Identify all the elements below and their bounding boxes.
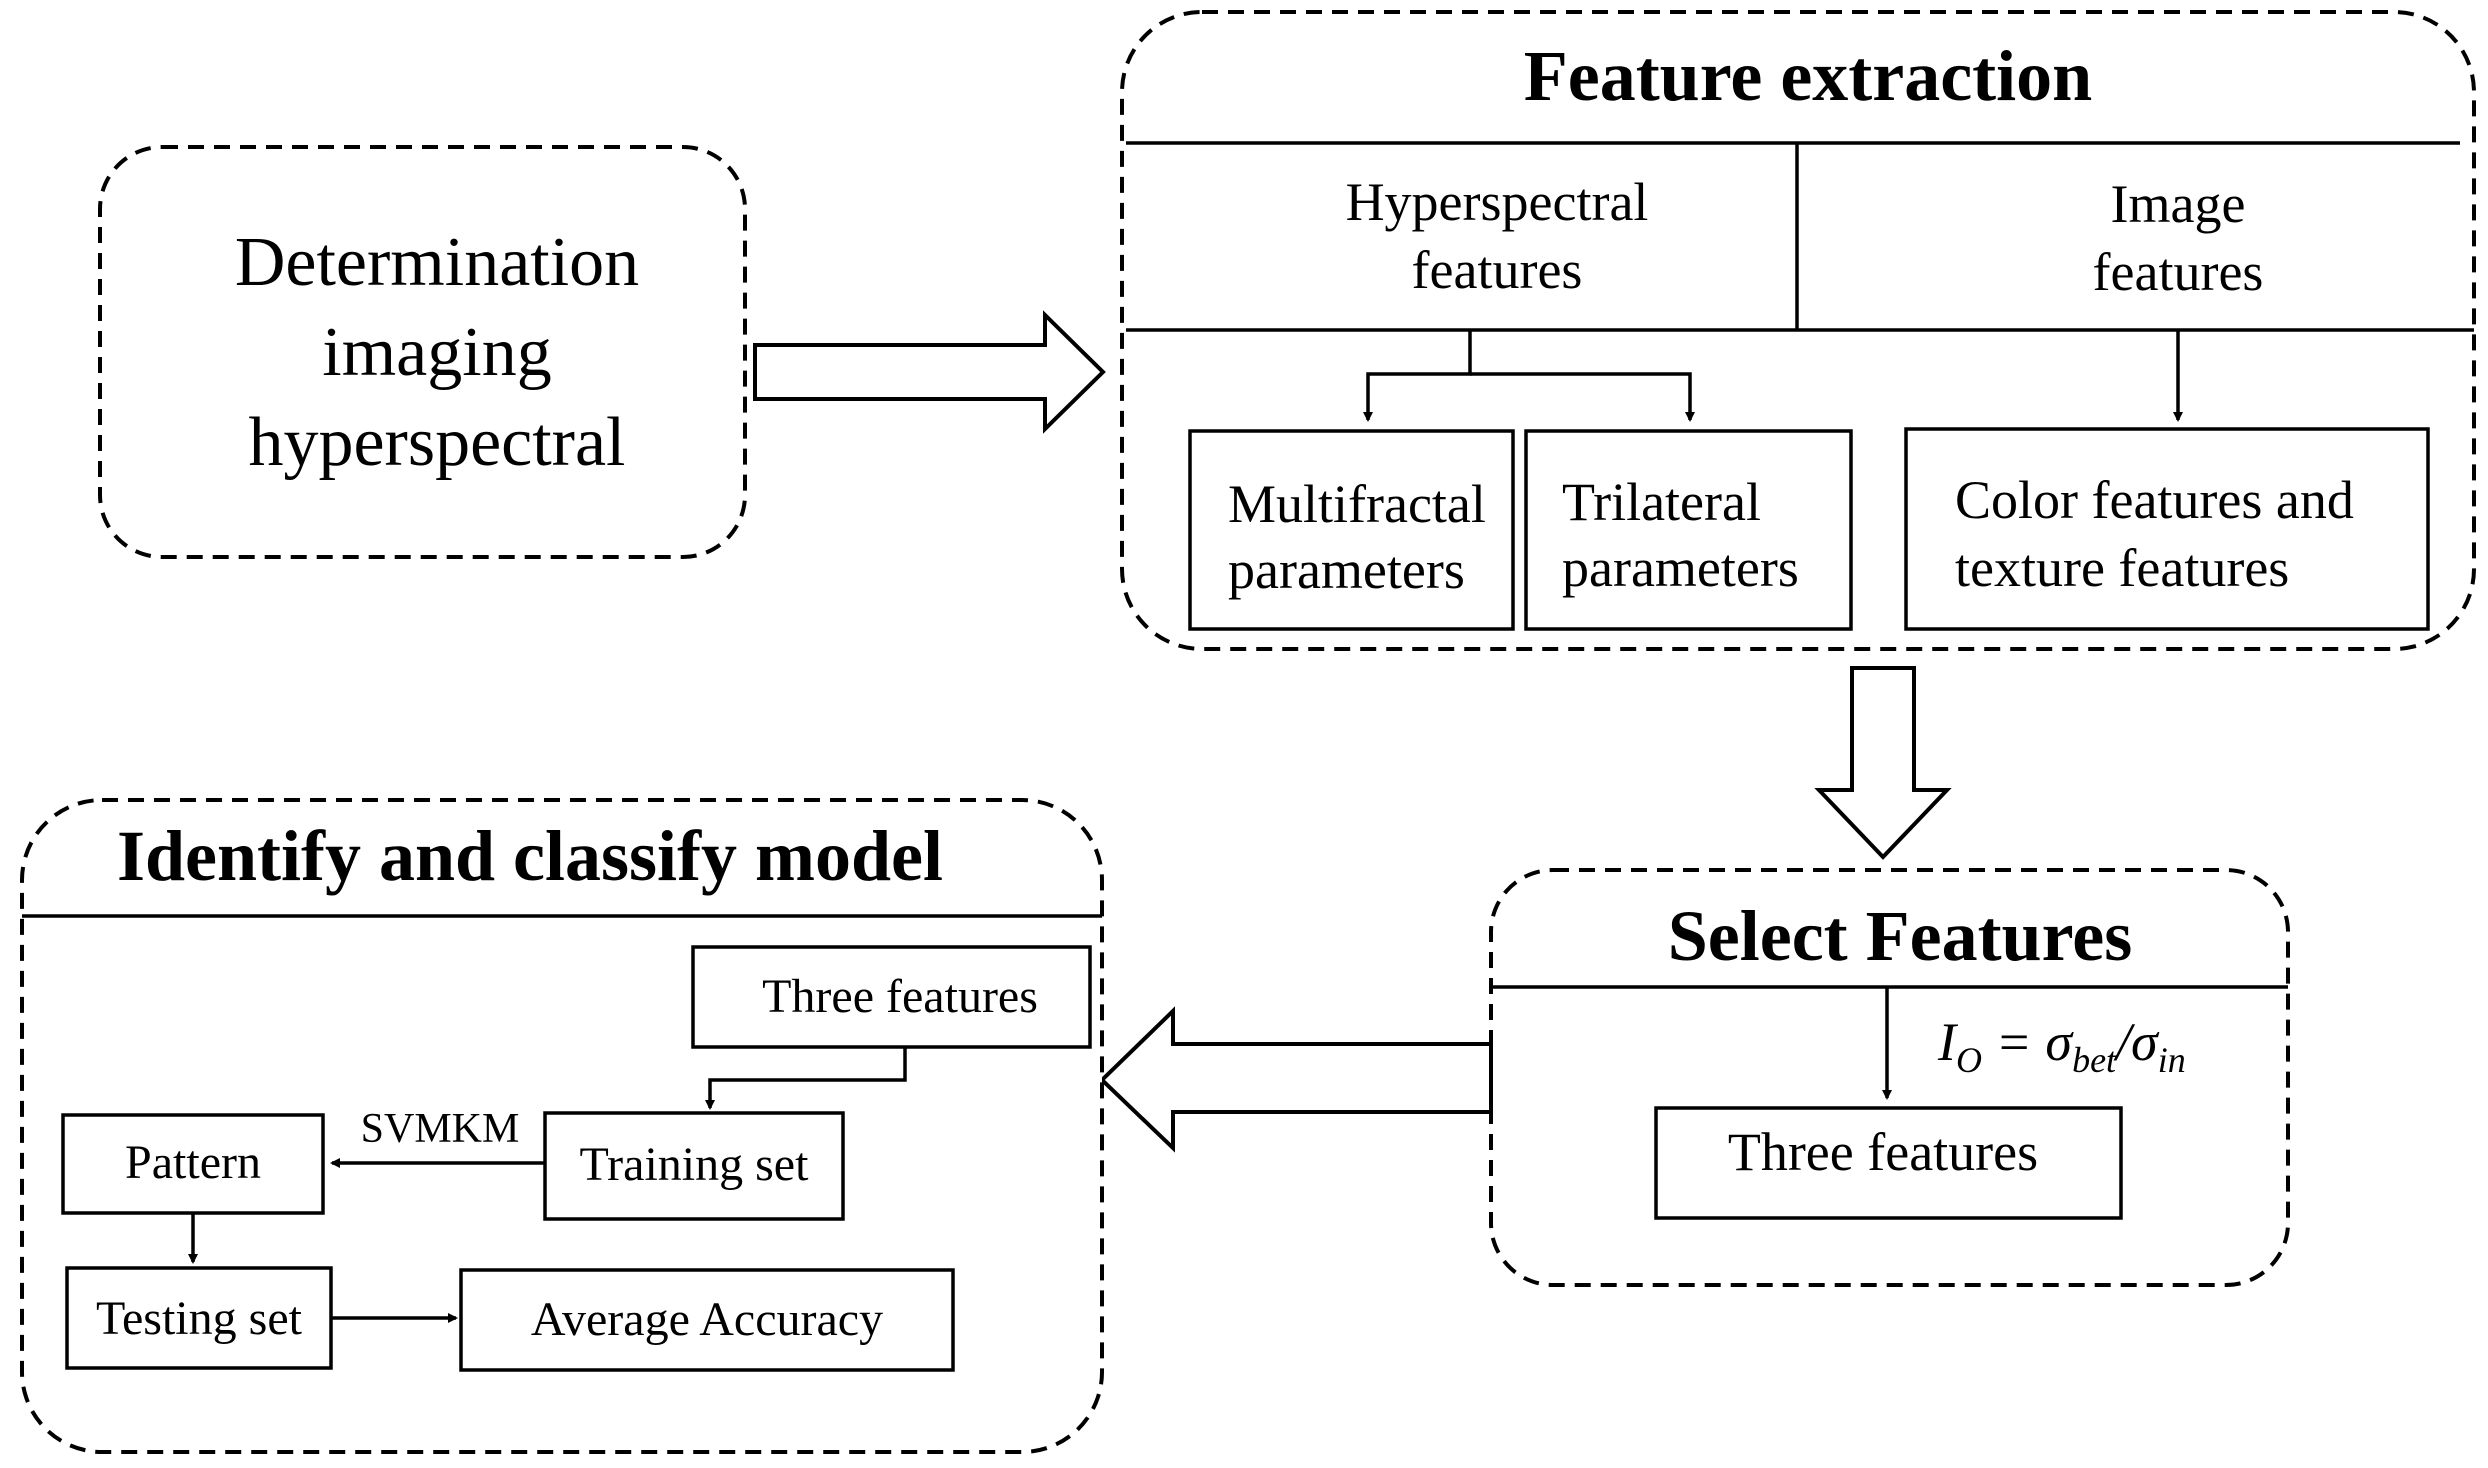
image-features-line-2: features (2093, 242, 2264, 302)
image-features-line-1: Image (2111, 174, 2246, 234)
arrow-to-trilateral (1470, 372, 1695, 422)
three-features-box (691, 945, 1092, 1049)
input-line-2: imaging (322, 314, 551, 391)
multifractal-line-2: parameters (1228, 540, 1465, 600)
hollow-arrow-down (1814, 666, 1952, 860)
trilateral-line-2: parameters (1562, 538, 1799, 598)
classify-model-block: Identify and classify model Three featur… (20, 798, 1104, 1454)
trilateral-line-1: Trilateral (1562, 472, 1761, 532)
three-features-label: Three features (762, 970, 1038, 1023)
arrow-to-training-set (705, 1047, 907, 1110)
multifractal-line-1: Multifractal (1228, 474, 1486, 534)
arrow-to-multifractal (1363, 330, 1472, 422)
hyperspectral-features-line-1: Hyperspectral (1346, 172, 1649, 232)
select-features-title: Select Features (1668, 896, 2132, 976)
feature-extraction-block: Feature extraction Hyperspectral feature… (1120, 10, 2476, 651)
selected-three-features-box (1654, 1106, 2123, 1220)
feature-extraction-title: Feature extraction (1524, 36, 2092, 116)
trilateral-box (1524, 429, 1853, 631)
pattern-label: Pattern (125, 1136, 261, 1189)
input-block: Determination imaging hyperspectral (98, 145, 747, 559)
selection-formula: IO = σbet/σin (1937, 1012, 2186, 1080)
classify-model-title: Identify and classify model (117, 816, 943, 896)
average-accuracy-label: Average Accuracy (531, 1293, 883, 1346)
hyperspectral-features-line-2: features (1412, 240, 1583, 300)
color-texture-line-2: texture features (1955, 538, 2289, 598)
testing-set-label: Testing set (96, 1292, 303, 1345)
input-block-border (98, 145, 747, 559)
training-set-label: Training set (580, 1138, 810, 1191)
testing-set-box (65, 1266, 333, 1370)
input-line-3: hyperspectral (248, 404, 625, 481)
input-line-1: Determination (235, 224, 639, 301)
svmkm-label: SVMKM (361, 1106, 520, 1152)
selected-three-features-label: Three features (1728, 1122, 2038, 1182)
average-accuracy-box (459, 1268, 955, 1372)
hollow-arrow-right (753, 310, 1106, 434)
color-texture-line-1: Color features and (1955, 470, 2354, 530)
color-texture-box (1904, 427, 2430, 631)
training-set-box (543, 1111, 845, 1221)
multifractal-box (1188, 429, 1515, 631)
select-features-block: Select Features IO = σbet/σin Three feat… (1489, 868, 2290, 1287)
pattern-box (61, 1113, 325, 1215)
hollow-arrow-left (1099, 1006, 1493, 1153)
